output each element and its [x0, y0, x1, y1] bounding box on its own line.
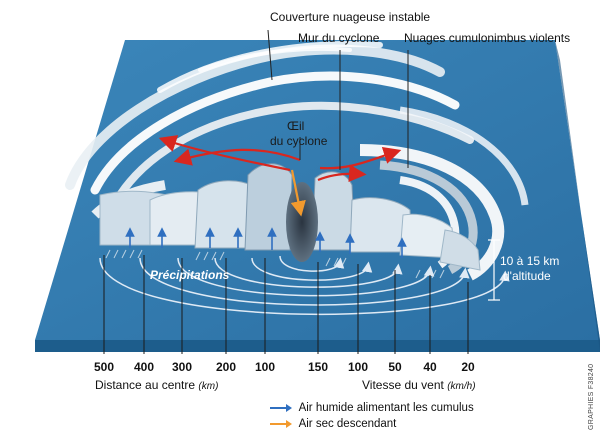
distance-axis-label: Distance au centre (km)	[95, 378, 218, 394]
label-wall: Mur du cyclone	[298, 31, 380, 45]
wind-axis-label: Vitesse du vent (km/h)	[362, 378, 476, 394]
distance-axis-unit: (km)	[198, 381, 219, 392]
label-eye-line1: Œil	[287, 119, 305, 133]
altitude-bracket	[488, 239, 500, 301]
label-cover: Couverture nuageuse instable	[270, 10, 431, 24]
wind-tick: 20	[461, 360, 475, 374]
wind-axis-title: Vitesse du vent	[362, 378, 444, 392]
legend-humid-air: Air humide alimentant les cumulus	[270, 401, 474, 415]
cyclone-eye	[286, 182, 318, 262]
humid-air-arrows	[125, 227, 407, 258]
label-cumulonimbus: Nuages cumulonimbus violents	[404, 31, 571, 45]
orange-arrow-icon	[270, 419, 292, 428]
legend-humid-air-text: Air humide alimentant les cumulus	[298, 402, 474, 414]
distance-tick: 100	[254, 360, 276, 374]
wind-tick: 50	[388, 360, 402, 374]
label-precipitations: Précipitations	[150, 268, 230, 282]
label-altitude-line2: d'altitude	[503, 269, 551, 283]
leader-lines	[267, 29, 409, 170]
cloud-cover	[65, 41, 474, 199]
eye-circulation-arrows	[158, 135, 402, 183]
dry-air-arrow	[290, 169, 306, 217]
distance-tick: 400	[133, 360, 155, 374]
label-eye-line2: du cyclone	[270, 134, 328, 148]
legend-dry-air-text: Air sec descendant	[298, 418, 397, 430]
distance-axis-title: Distance au centre	[95, 378, 196, 392]
label-altitude-line1: 10 à 15 km	[500, 254, 560, 268]
distance-tick: 500	[93, 360, 115, 374]
axis-guide-lines	[103, 255, 469, 354]
legend-dry-air: Air sec descendant	[270, 417, 396, 431]
distance-tick: 200	[215, 360, 237, 374]
credit: GRAPHIES F38240	[588, 363, 595, 430]
wind-tick: 150	[307, 360, 329, 374]
blue-arrow-icon	[270, 403, 292, 412]
wind-tick: 40	[423, 360, 437, 374]
cloud-walls	[99, 163, 481, 271]
wind-rings	[99, 255, 510, 316]
wind-axis-unit: (km/h)	[447, 381, 476, 392]
distance-tick: 300	[171, 360, 193, 374]
wind-tick: 100	[347, 360, 369, 374]
